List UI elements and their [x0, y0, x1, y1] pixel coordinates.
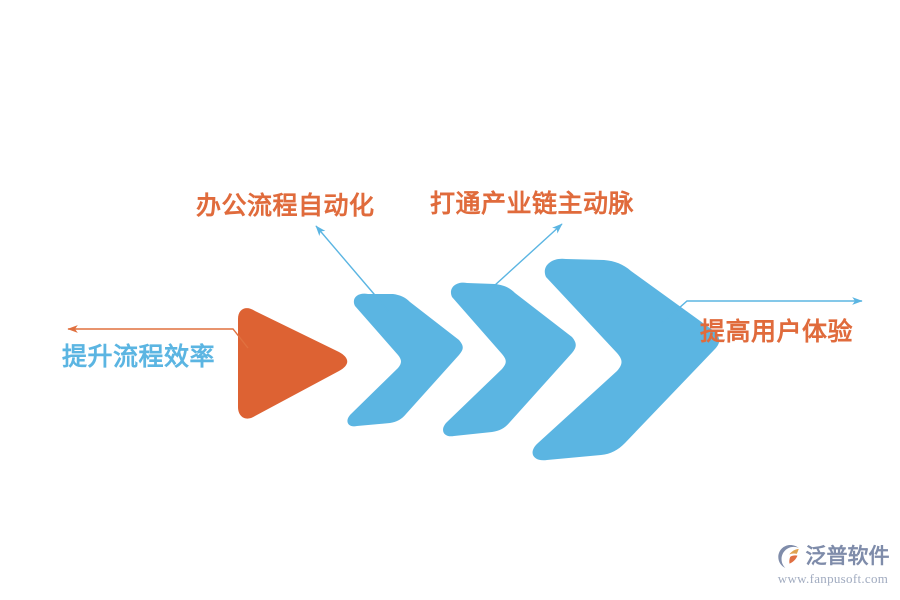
blue-chevron-3[interactable]	[532, 258, 720, 461]
blue-chevron-1[interactable]	[347, 293, 463, 427]
blue-chevron-2[interactable]	[443, 282, 576, 437]
callout-label-stage1: 提升流程效率	[62, 343, 216, 371]
leader-line-stage4	[659, 297, 863, 326]
callout-label-stage4: 提高用户体验	[700, 318, 854, 346]
watermark-brand-name: 泛普软件	[805, 544, 890, 568]
orange-arrow[interactable]	[238, 308, 348, 419]
arrow-shape-group	[238, 258, 720, 461]
watermark: 泛普软件 www.fanpusoft.com	[772, 538, 894, 592]
callout-label-stage2: 办公流程自动化	[196, 192, 375, 220]
callout-leader-group	[67, 223, 863, 349]
leader-line-stage2	[315, 225, 389, 312]
watermark-url: www.fanpusoft.com	[777, 571, 889, 586]
watermark-row: 泛普软件	[777, 543, 890, 569]
fanpu-logo-icon	[777, 544, 799, 568]
callout-label-stage3: 打通产业链主动脉	[430, 190, 635, 218]
leader-line-stage1	[67, 325, 249, 349]
leader-line-stage3	[487, 223, 563, 296]
